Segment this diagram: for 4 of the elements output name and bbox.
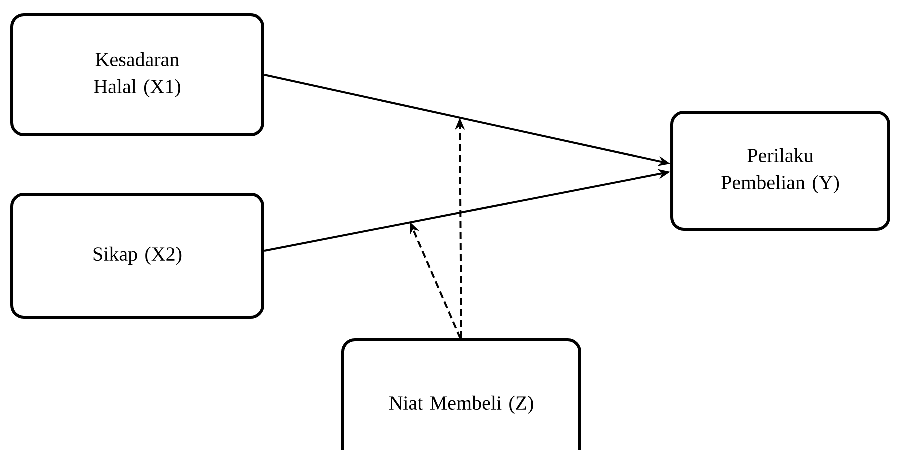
concept-box: Perilaku Pembelian (Y) bbox=[670, 111, 890, 231]
concept-box: Sikap (X2) bbox=[10, 193, 264, 319]
concept-box: Kesadaran Halal (X1) bbox=[10, 14, 264, 136]
concept-box: Niat Membeli (Z) bbox=[342, 338, 582, 450]
